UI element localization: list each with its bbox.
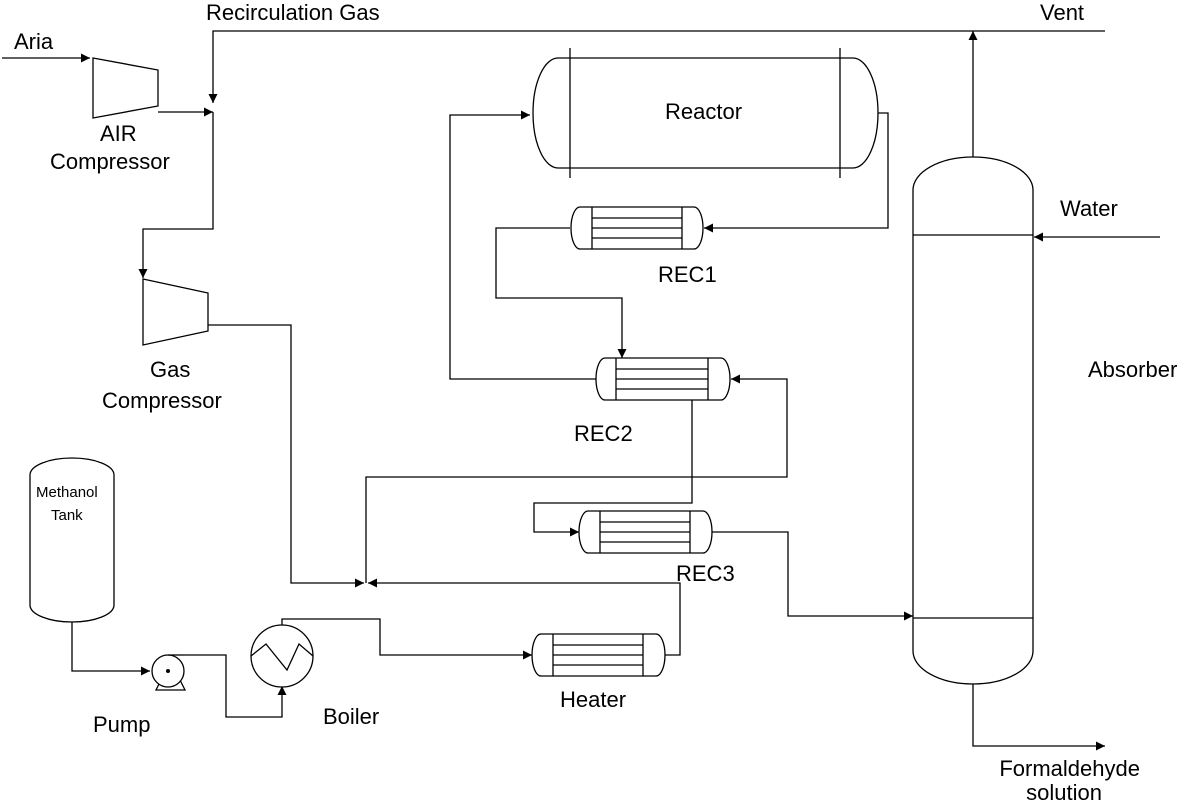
air-compressor-label-line1: AIR (100, 121, 137, 146)
absorber-column (912, 156, 1034, 685)
rec2-to-reactor-line (449, 110, 596, 380)
rec1-exchanger (570, 206, 704, 250)
methanol-tank-label-line1: Methanol (36, 484, 98, 501)
aria-label: Aria (14, 29, 54, 54)
mix-to-rec2-line (365, 374, 788, 583)
reactor (532, 48, 879, 178)
air-compressor (92, 57, 159, 119)
rec3-exchanger (578, 510, 713, 554)
methanol-tank (29, 457, 115, 623)
methanol-tank-label-line2: Tank (51, 507, 83, 524)
boiler-label: Boiler (323, 704, 379, 729)
boiler-to-heater-line (281, 618, 532, 660)
heater-to-mix-line (368, 578, 681, 656)
pump-label: Pump (93, 712, 150, 737)
reactor-outlet-line (704, 112, 889, 233)
pump-to-boiler-line (183, 654, 287, 718)
labels: Aria Recirculation Gas Vent Water Formal… (14, 0, 1177, 802)
gas-compressor-outlet-line (208, 324, 364, 588)
product-line (972, 684, 1105, 751)
tank-to-pump-line (71, 622, 150, 676)
reactor-label: Reactor (665, 99, 742, 124)
gas-compressor-label-line1: Gas (150, 357, 190, 382)
rec2-to-rec3-line (533, 400, 693, 537)
rec1-label: REC1 (658, 262, 717, 287)
heater-label: Heater (560, 687, 626, 712)
formaldehyde-label: Formaldehyde (999, 756, 1140, 781)
boiler (250, 624, 314, 688)
rec3-label: REC3 (676, 561, 735, 586)
absorber-label: Absorber (1088, 357, 1177, 382)
heater-exchanger (531, 633, 666, 677)
rec3-to-absorber-line (712, 531, 913, 621)
streams (2, 30, 1160, 751)
rec1-to-rec2-line (495, 227, 627, 358)
vent-label: Vent (1040, 0, 1084, 25)
mixed-gas-line (138, 112, 214, 278)
water-label: Water (1060, 196, 1118, 221)
air-compressor-label-line2: Compressor (50, 149, 170, 174)
rec2-label: REC2 (574, 421, 633, 446)
solution-label: solution (1026, 780, 1102, 802)
recirculation-gas-line (208, 30, 1105, 103)
gas-compressor (142, 278, 209, 346)
pump (151, 654, 187, 691)
gas-compressor-label-line2: Compressor (102, 388, 222, 413)
rec2-exchanger (595, 357, 731, 401)
recirculation-gas-label: Recirculation Gas (206, 0, 380, 25)
